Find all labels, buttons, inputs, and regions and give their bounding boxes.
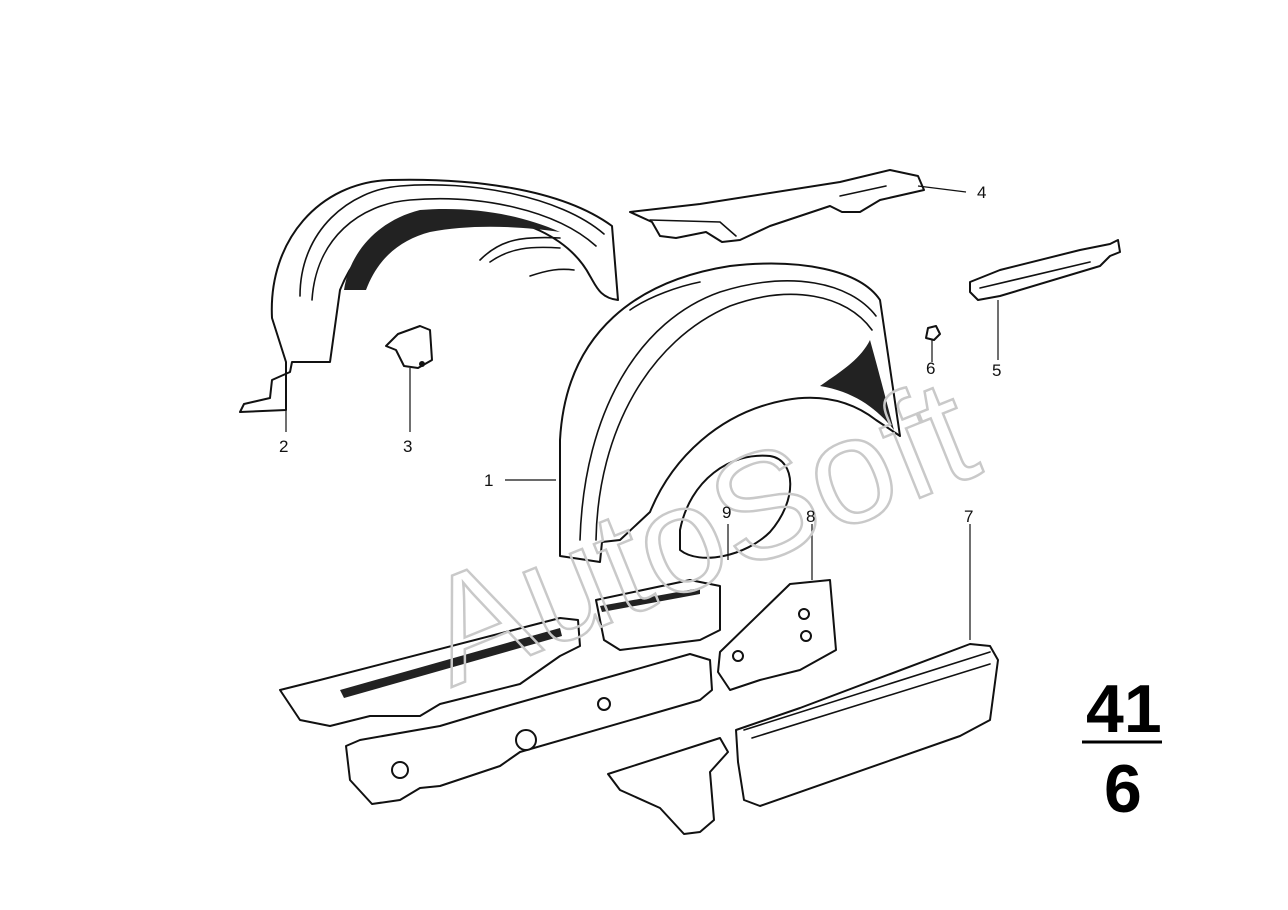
leader-lines (285, 185, 999, 640)
callout-5: 5 (992, 361, 1001, 380)
nut-part-6 (925, 325, 941, 341)
section-number: 41 6 (1082, 671, 1162, 827)
callout-7: 7 (964, 507, 973, 526)
callout-4: 4 (977, 183, 986, 202)
callout-9: 9 (722, 503, 731, 522)
callout-8: 8 (806, 507, 815, 526)
callout-2: 2 (279, 437, 288, 456)
callout-1: 1 (484, 471, 493, 490)
wheel-housing-part-1 (559, 262, 901, 563)
callout-6: 6 (926, 359, 935, 378)
wheel-arch-part-2 (239, 178, 619, 413)
bracket-part-3 (385, 325, 433, 369)
sill-assembly (279, 579, 999, 835)
section-number-top: 41 (1086, 671, 1162, 747)
section-number-bottom: 6 (1104, 751, 1142, 827)
cross-member-part-4 (629, 169, 925, 243)
cover-part-9 (679, 454, 792, 559)
callout-3: 3 (403, 437, 412, 456)
longitudinal-member-part-5 (969, 239, 1121, 301)
